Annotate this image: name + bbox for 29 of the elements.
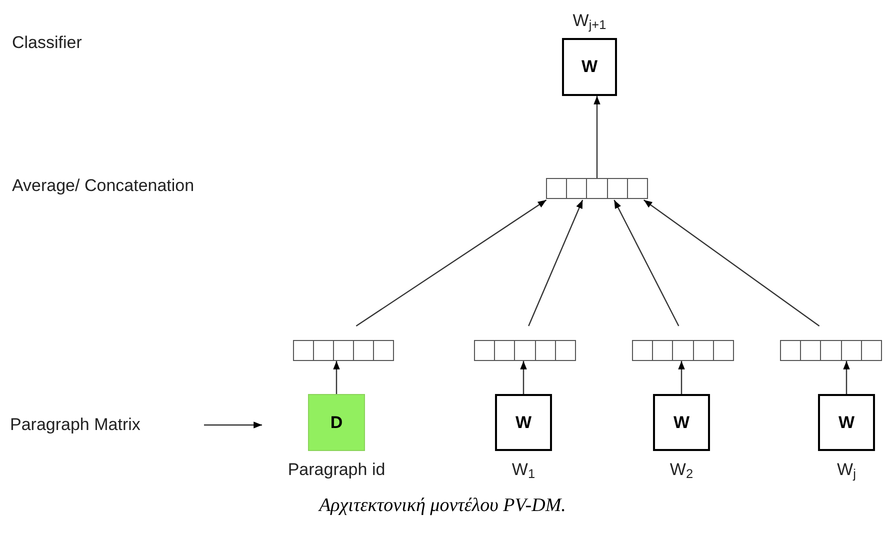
node-caption: W$_{j}$ bbox=[837, 459, 856, 482]
vector-bar bbox=[474, 340, 576, 361]
row-label: Classifier bbox=[12, 32, 82, 54]
weight-box: W bbox=[653, 394, 710, 451]
arrow bbox=[843, 361, 850, 394]
node-caption: W$_{j+1}$ bbox=[572, 10, 606, 34]
node-caption: W$_{2}$ bbox=[670, 459, 694, 482]
input-label: Paragraph Matrix bbox=[10, 412, 140, 438]
embedding-box: D bbox=[308, 394, 365, 451]
weight-box: W bbox=[562, 38, 617, 96]
arrow bbox=[356, 200, 547, 326]
arrow bbox=[528, 200, 584, 326]
vector-bar bbox=[632, 340, 734, 361]
weight-box: W bbox=[495, 394, 552, 451]
vector-bar bbox=[546, 178, 648, 199]
arrow bbox=[520, 361, 527, 394]
arrow bbox=[594, 96, 600, 178]
arrow bbox=[614, 200, 680, 326]
vector-bar bbox=[293, 340, 394, 361]
arrow bbox=[643, 200, 820, 326]
node-caption: W$_{1}$ bbox=[512, 459, 536, 482]
weight-box: W bbox=[818, 394, 875, 451]
vector-bar bbox=[780, 340, 882, 361]
arrow bbox=[333, 361, 340, 394]
row-label: Average/ Concatenation bbox=[12, 175, 194, 197]
caption: Αρχιτεκτονική μοντέλου PV-DM. bbox=[317, 494, 567, 518]
arrow bbox=[678, 361, 685, 394]
node-caption: Paragraph id bbox=[288, 459, 386, 481]
arrow bbox=[204, 422, 262, 428]
